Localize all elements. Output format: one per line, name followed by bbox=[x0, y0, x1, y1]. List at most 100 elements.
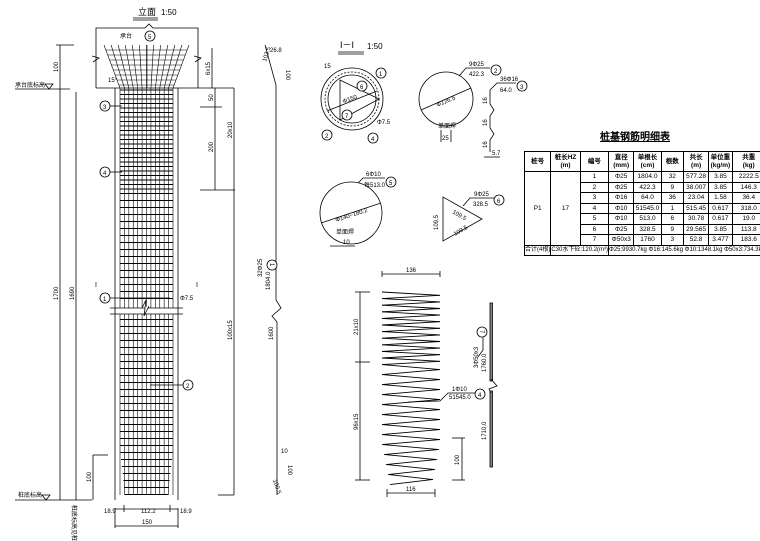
pile-bottom-note: 桩底标高见桩位图 bbox=[70, 505, 78, 541]
bar1-bot-c: 100 bbox=[286, 465, 292, 476]
dim-w-left: 18.9 bbox=[104, 509, 116, 515]
rebar-line bbox=[387, 469, 435, 476]
rebar-line bbox=[381, 389, 441, 396]
table-header-cell: 编号 bbox=[579, 151, 610, 172]
rebar-line bbox=[381, 327, 441, 333]
summary-steel: Φ25:9930.7kg Φ16:145.6kg Φ10:1348.1kg Φ5… bbox=[608, 244, 760, 256]
rebar-line bbox=[381, 404, 441, 411]
rebar-line bbox=[381, 350, 441, 356]
dim-1700: 1700 bbox=[54, 286, 60, 300]
bar2-dia: Φ126.5 bbox=[436, 95, 457, 108]
table-header-cell: 根数 bbox=[660, 151, 684, 172]
bar5-dia: Φ140~180.2 bbox=[335, 208, 369, 224]
bar6-qty: 9Φ25 bbox=[474, 192, 489, 198]
rebar-line bbox=[385, 459, 437, 466]
bar6-side-a: 109.5 bbox=[434, 214, 440, 230]
dim-w-total: 150 bbox=[142, 520, 153, 526]
rebar-line bbox=[381, 311, 441, 316]
rebar-line bbox=[381, 374, 441, 381]
rebar-line bbox=[124, 44, 134, 89]
header-label: 共重 bbox=[742, 153, 756, 161]
rebar-line bbox=[381, 384, 441, 391]
pile-rebar-cage bbox=[103, 44, 190, 495]
elevation-title: 立面 bbox=[138, 6, 156, 17]
callout-1: 1 bbox=[103, 297, 107, 303]
table-cell: 0.617 bbox=[708, 213, 733, 225]
section-cover: 15 bbox=[324, 64, 331, 70]
rebar-line bbox=[381, 369, 441, 376]
bar1-top-a: 26.8 bbox=[270, 48, 282, 54]
dim-w-mid: 112.2 bbox=[141, 509, 156, 515]
angle-label: 15° bbox=[108, 78, 118, 84]
table-cell: 64.0 bbox=[633, 192, 662, 204]
section-callout-6: 6 bbox=[360, 85, 364, 91]
rebar-line bbox=[382, 444, 440, 451]
rebar-line bbox=[386, 464, 436, 471]
table-cell: 515.45 bbox=[682, 202, 710, 214]
bar-5-detail: Φ140~180.2 6Φ10 每513.0 5 单面焊 10 bbox=[319, 172, 397, 247]
bar1-bot-b: 100.5 bbox=[271, 479, 282, 496]
header-label: 编号 bbox=[587, 157, 601, 165]
rebar-line bbox=[103, 44, 121, 89]
spiral-len: 51545.0 bbox=[449, 395, 471, 401]
table-cell: 6 bbox=[579, 223, 610, 235]
dim-1690: 1690 bbox=[70, 286, 76, 300]
callout-3: 3 bbox=[103, 105, 107, 111]
section-mark-right: I bbox=[196, 282, 198, 289]
rebar-line bbox=[381, 419, 441, 426]
table-cell: 6 bbox=[660, 213, 684, 225]
table-cell: 1760 bbox=[633, 234, 662, 246]
header-unit: (m) bbox=[691, 161, 702, 169]
spiral-21x10: 21x10 bbox=[354, 318, 360, 335]
rebar-line bbox=[384, 454, 438, 461]
rebar-line bbox=[381, 354, 441, 359]
rebar-line bbox=[389, 479, 433, 486]
rebar-line bbox=[381, 409, 441, 416]
rebar-line bbox=[381, 291, 441, 296]
section-dia: Φ150 bbox=[342, 94, 359, 105]
section-title: I－I bbox=[340, 40, 354, 50]
rebar-line bbox=[381, 429, 441, 436]
bar5-len: 每513.0 bbox=[364, 181, 386, 189]
table-cell: 422.3 bbox=[633, 181, 662, 193]
rebar-line bbox=[381, 334, 441, 339]
section-callout-4: 4 bbox=[371, 137, 375, 143]
summary-label: 合计(4根) bbox=[523, 244, 552, 256]
table-header-cell: 单根长(cm) bbox=[633, 151, 662, 172]
spiral-callout: 4 bbox=[478, 393, 482, 399]
table-summary-row: 合计(4根)C30水下砼:120.2(m³)Φ25:9930.7kg Φ16:1… bbox=[523, 244, 760, 256]
table-cell: 23.04 bbox=[682, 192, 710, 204]
header-label: 单位重 bbox=[710, 153, 731, 161]
rebar-line bbox=[381, 360, 441, 366]
rebar-line bbox=[383, 449, 439, 456]
table-cell: Φ25 bbox=[608, 171, 635, 183]
bar2-weld: 单面焊 bbox=[438, 122, 456, 130]
rebar-line bbox=[168, 44, 183, 89]
header-unit: (cm) bbox=[640, 161, 655, 169]
table-cell: 9 bbox=[660, 181, 684, 193]
spiral-rebar bbox=[381, 291, 441, 486]
table-cell-pile: P1 bbox=[523, 171, 552, 246]
bar1-bot-a: 10 bbox=[281, 449, 288, 455]
bar7-callout: 7 bbox=[478, 330, 484, 334]
table-cell: 513.0 bbox=[633, 213, 662, 225]
table-cell: Φ25 bbox=[608, 223, 635, 235]
spiral-bot-w: 116 bbox=[406, 487, 416, 493]
table-cell-length: 17 bbox=[550, 171, 581, 246]
bar1-callout: 1 bbox=[268, 263, 274, 267]
table-cell: 577.28 bbox=[682, 171, 710, 183]
bar1-length: 1600 bbox=[269, 326, 275, 340]
table-header-cell: 直径(mm) bbox=[608, 151, 635, 172]
bar6-side-c: 109.5 bbox=[453, 225, 470, 238]
rebar-line bbox=[381, 314, 441, 319]
rebar-line bbox=[381, 298, 441, 303]
rebar-line bbox=[381, 331, 441, 336]
elevation-scale: 1:50 bbox=[161, 8, 177, 17]
bar6-len: 328.5 bbox=[473, 202, 489, 208]
rebar-schedule-table: 桩号桩长HZ(m)编号直径(mm)单根长(cm)根数共长(m)单位重(kg/m)… bbox=[523, 151, 760, 256]
rebar-line bbox=[381, 379, 441, 386]
cap-bottom-label: 承台底标高 bbox=[15, 81, 45, 89]
bar1-top-c: 100 bbox=[284, 70, 290, 81]
